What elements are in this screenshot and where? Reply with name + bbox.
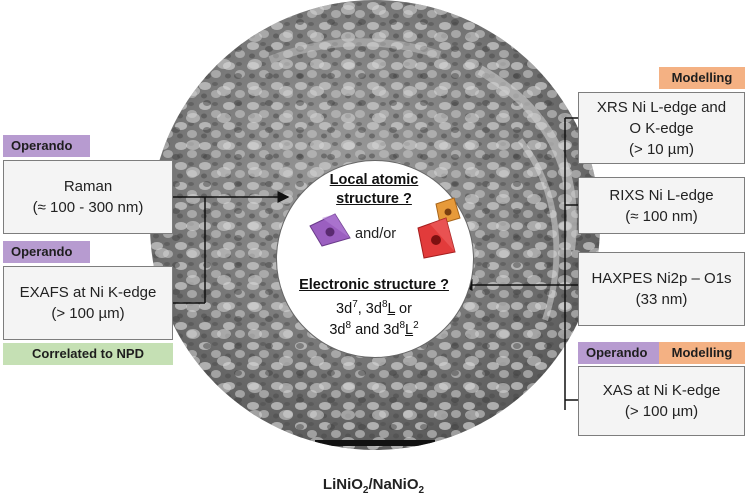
local-structure-title-1: Local atomic (329, 172, 419, 188)
xas-range: (> 100 µm) (624, 403, 699, 420)
xrs-box: XRS Ni L-edge and O K-edge (> 10 µm) (578, 92, 745, 164)
operando-tag-xas: Operando (578, 342, 659, 364)
raman-box: Raman (≈ 100 - 300 nm) (3, 160, 173, 234)
local-structure-title-2: structure ? (336, 191, 412, 207)
xrs-line2: O K-edge (629, 119, 694, 137)
crystal-icons (309, 197, 461, 259)
modelling-tag-xas: Modelling (659, 342, 745, 364)
material-caption: LiNiO2/NaNiO2 (322, 476, 425, 496)
xrs-line1: XRS Ni L-edge and (596, 98, 727, 116)
center-disc (276, 160, 474, 358)
xas-box: XAS at Ni K-edge (> 100 µm) (578, 366, 745, 436)
electronic-config-line2: 3d8 and 3d8L2 (329, 320, 419, 338)
red-octahedron-icon (417, 217, 456, 259)
electronic-config-line1: 3d7, 3d8L or (336, 299, 412, 317)
xrs-range: (> 10 µm) (629, 140, 694, 158)
exafs-box: EXAFS at Ni K-edge (> 100 µm) (3, 266, 173, 340)
correlated-npd-tag: Correlated to NPD (3, 343, 173, 365)
purple-octahedron-icon (309, 213, 351, 247)
haxpes-range: (33 nm) (635, 291, 688, 308)
and-or-label: and/or (355, 226, 397, 242)
rixs-title: RIXS Ni L-edge (609, 186, 714, 204)
haxpes-title: HAXPES Ni2p – O1s (591, 270, 732, 287)
electronic-structure-title: Electronic structure ? (299, 277, 449, 293)
modelling-tag-xrs: Modelling (659, 67, 745, 89)
exafs-title: EXAFS at Ni K-edge (19, 284, 157, 301)
scale-bar (315, 440, 435, 446)
operando-tag-raman: Operando (3, 135, 90, 157)
xas-title: XAS at Ni K-edge (602, 382, 721, 399)
raman-range: (≈ 100 - 300 nm) (32, 199, 144, 216)
rixs-box: RIXS Ni L-edge (≈ 100 nm) (578, 177, 745, 234)
operando-tag-exafs: Operando (3, 241, 90, 263)
haxpes-box: HAXPES Ni2p – O1s (33 nm) (578, 252, 745, 326)
raman-title: Raman (63, 178, 113, 195)
exafs-range: (> 100 µm) (51, 305, 125, 322)
orange-octahedron-icon (435, 197, 461, 225)
rixs-range: (≈ 100 nm) (625, 207, 698, 225)
